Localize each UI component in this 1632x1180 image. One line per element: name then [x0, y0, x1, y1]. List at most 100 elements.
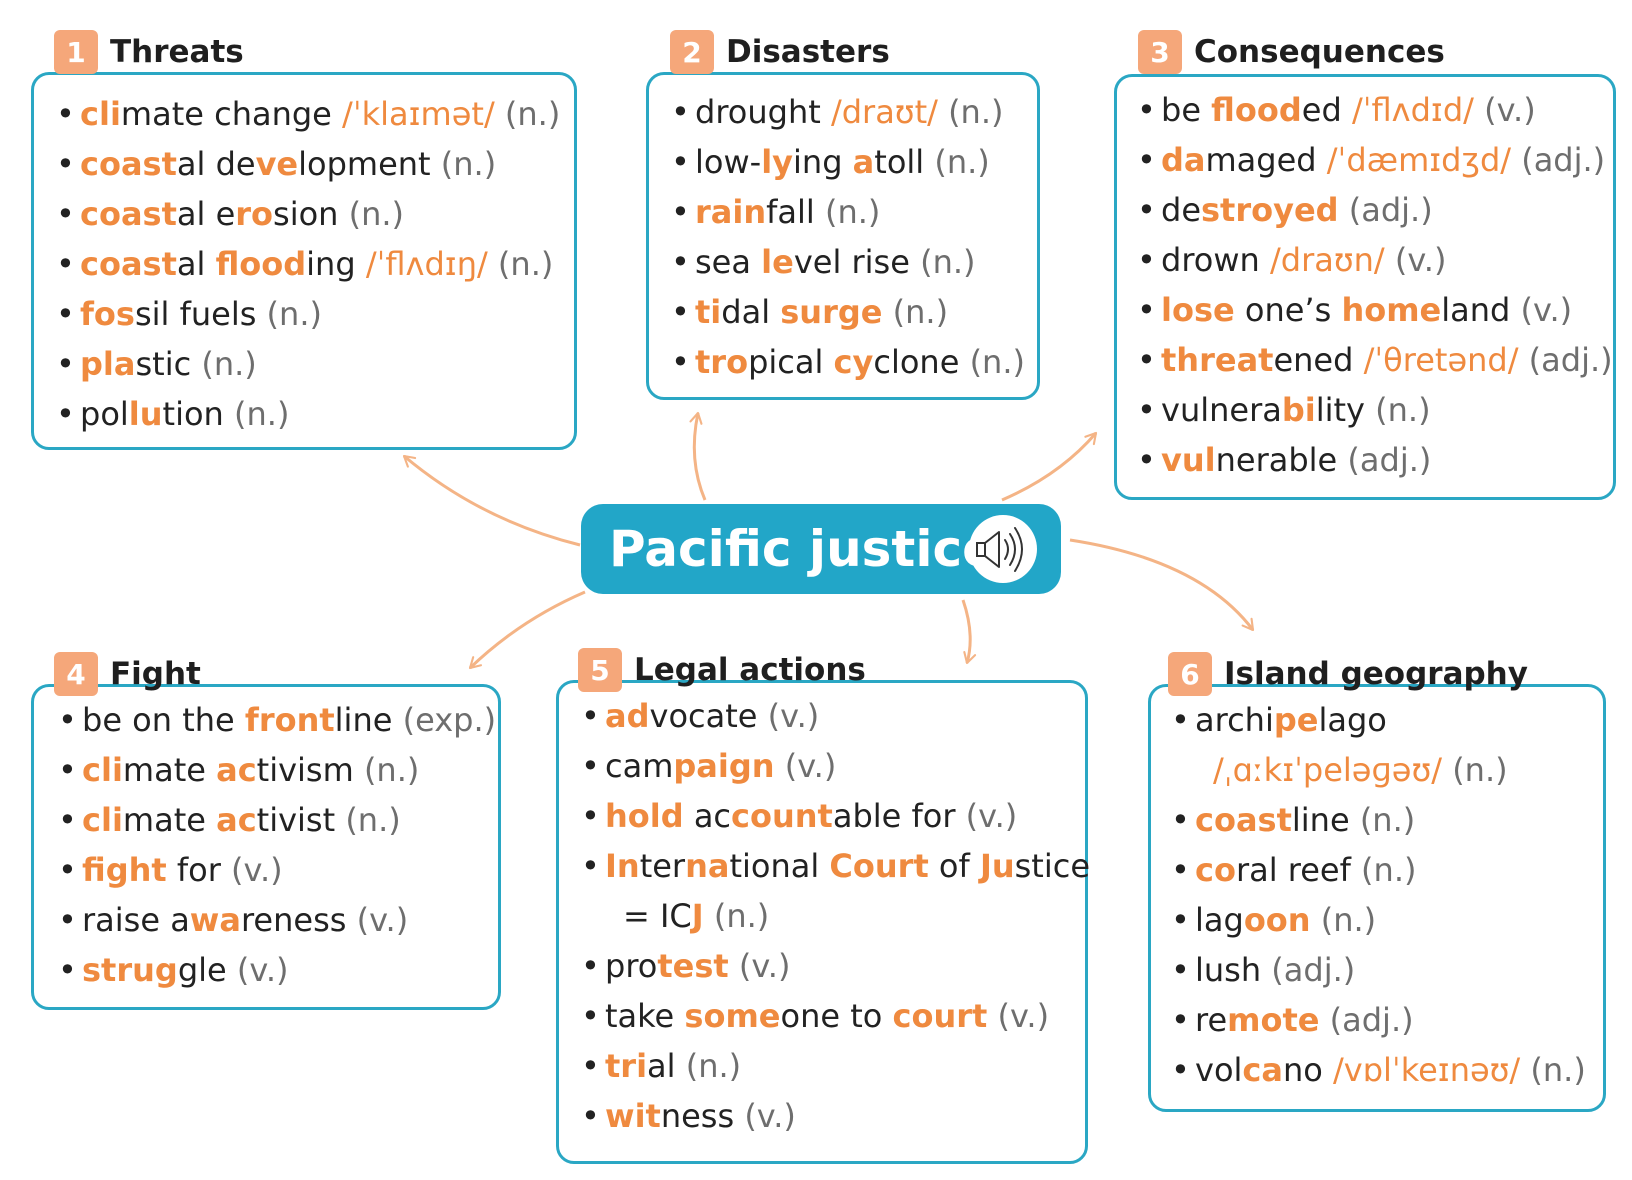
stressed-syllable: Ju [979, 847, 1015, 885]
stressed-syllable: In [605, 847, 640, 885]
island-geography-box: archipelago/ˌɑːkɪˈpeləɡəʊ/ (n.)coastline… [1148, 684, 1606, 1112]
arrow-to-disasters [689, 411, 707, 501]
vocab-item: coastal flooding /ˈflʌdɪŋ/ (n.) [56, 239, 560, 289]
phonetic-transcription: /ˌɑːkɪˈpeləɡəʊ/ [1213, 751, 1443, 789]
part-of-speech: (v.) [346, 901, 409, 939]
word-text: = IC [623, 897, 692, 935]
word-text: raise a [82, 901, 190, 939]
word-text: lity [1315, 391, 1365, 429]
word-text: vulnera [1161, 391, 1282, 429]
fight-header: 4 Fight [54, 652, 201, 696]
word-text: nerable [1215, 441, 1338, 479]
disasters-title: Disasters [726, 34, 890, 70]
stressed-syllable: pe [1273, 701, 1319, 739]
disasters-header: 2 Disasters [670, 30, 890, 74]
island-geography-number-badge: 6 [1168, 652, 1212, 696]
part-of-speech: (n.) [882, 293, 949, 331]
stressed-syllable: coast [80, 195, 177, 233]
word-text: sil fuels [134, 295, 257, 333]
stressed-syllable: J [691, 897, 704, 935]
part-of-speech: (n.) [703, 897, 770, 935]
word-text: low- [695, 143, 762, 181]
word-text: ed [1301, 91, 1352, 129]
word-text: tivism [256, 751, 354, 789]
vocab-item: hold accountable for (v.) [581, 791, 1090, 841]
stressed-syllable: lu [128, 395, 163, 433]
word-text: one to [780, 997, 893, 1035]
stressed-syllable: some [684, 997, 781, 1035]
stressed-syllable: hold [605, 797, 684, 835]
part-of-speech: (n.) [1442, 751, 1508, 789]
part-of-speech: (adj.) [1337, 441, 1432, 479]
phonetic-transcription: /ˈflʌdɪd/ [1351, 91, 1474, 129]
stressed-syllable: front [244, 701, 335, 739]
stressed-syllable: stroyed [1201, 191, 1339, 229]
threats-title: Threats [110, 34, 244, 70]
vocab-item: tidal surge (n.) [671, 287, 1025, 337]
part-of-speech: (n.) [353, 751, 420, 789]
part-of-speech: (v.) [987, 997, 1050, 1035]
stressed-syllable: test [657, 947, 729, 985]
word-text: vocate [649, 697, 758, 735]
vocab-item: vulnerability (n.) [1137, 385, 1613, 435]
part-of-speech: (adj.) [1261, 951, 1356, 989]
threats-box: climate change /ˈklaɪmət/ (n.)coastal de… [31, 72, 577, 450]
arrow-to-consequences [1001, 431, 1098, 502]
vocab-item: take someone to court (v.) [581, 991, 1090, 1041]
speaker-icon[interactable] [969, 515, 1037, 583]
vocab-item: fossil fuels (n.) [56, 289, 560, 339]
part-of-speech: (n.) [1349, 801, 1416, 839]
vocab-item: drown /draʊn/ (v.) [1137, 235, 1613, 285]
part-of-speech: (n.) [430, 145, 497, 183]
legal-actions-box: advocate (v.)campaign (v.)hold accountab… [556, 680, 1090, 1164]
word-text: lago [1318, 701, 1387, 739]
word-text: fall [766, 193, 815, 231]
phonetic-transcription: /draʊn/ [1269, 241, 1385, 279]
word-text: ness [660, 1097, 735, 1135]
vocab-item: sea level rise (n.) [671, 237, 1025, 287]
word-text: mate change [120, 95, 343, 133]
part-of-speech: (adj.) [1319, 1001, 1414, 1039]
stressed-syllable: surge [780, 293, 883, 331]
word-text: sion [273, 195, 339, 233]
part-of-speech: (n.) [223, 395, 290, 433]
word-text: ter [639, 847, 686, 885]
consequences-number-badge: 3 [1138, 30, 1182, 74]
word-text: pical [748, 343, 834, 381]
word-text: lag [1195, 901, 1244, 939]
part-of-speech: (n.) [191, 345, 257, 383]
vocab-item: climate activist (n.) [58, 795, 496, 845]
stressed-syllable: na [685, 847, 730, 885]
arrow-to-legal [961, 599, 977, 665]
legal-actions-number-badge: 5 [578, 648, 622, 692]
vocab-item: destroyed (adj.) [1137, 185, 1613, 235]
vocab-item: coastline (n.) [1171, 795, 1586, 845]
stressed-syllable: ac [216, 801, 257, 839]
word-text: tivist [256, 801, 336, 839]
vocab-item: = ICJ (n.) [581, 891, 1090, 941]
stressed-syllable: pla [80, 345, 136, 383]
stressed-syllable: coast [80, 245, 177, 283]
stressed-syllable: cli [82, 751, 123, 789]
stressed-syllable: cli [80, 95, 121, 133]
part-of-speech: (n.) [937, 93, 1004, 131]
part-of-speech: (adj.) [1338, 191, 1433, 229]
word-text: ing [306, 245, 366, 283]
vocab-item: lagoon (n.) [1171, 895, 1586, 945]
fight-number-badge: 4 [54, 652, 98, 696]
stressed-syllable: ad [605, 697, 650, 735]
word-text: archi [1195, 701, 1274, 739]
word-text: vol [1195, 1051, 1243, 1089]
stressed-syllable: count [731, 797, 833, 835]
consequences-title: Consequences [1194, 34, 1445, 70]
part-of-speech: (adj.) [1518, 341, 1613, 379]
part-of-speech: (n.) [1350, 851, 1417, 889]
vocab-item: advocate (v.) [581, 691, 1090, 741]
word-text: al [647, 1047, 676, 1085]
stressed-syllable: rain [695, 193, 767, 231]
vocab-item: witness (v.) [581, 1091, 1090, 1141]
threats-number-badge: 1 [54, 30, 98, 74]
word-text: one’s [1234, 291, 1342, 329]
word-text: land [1441, 291, 1511, 329]
word-text: stic [135, 345, 192, 383]
